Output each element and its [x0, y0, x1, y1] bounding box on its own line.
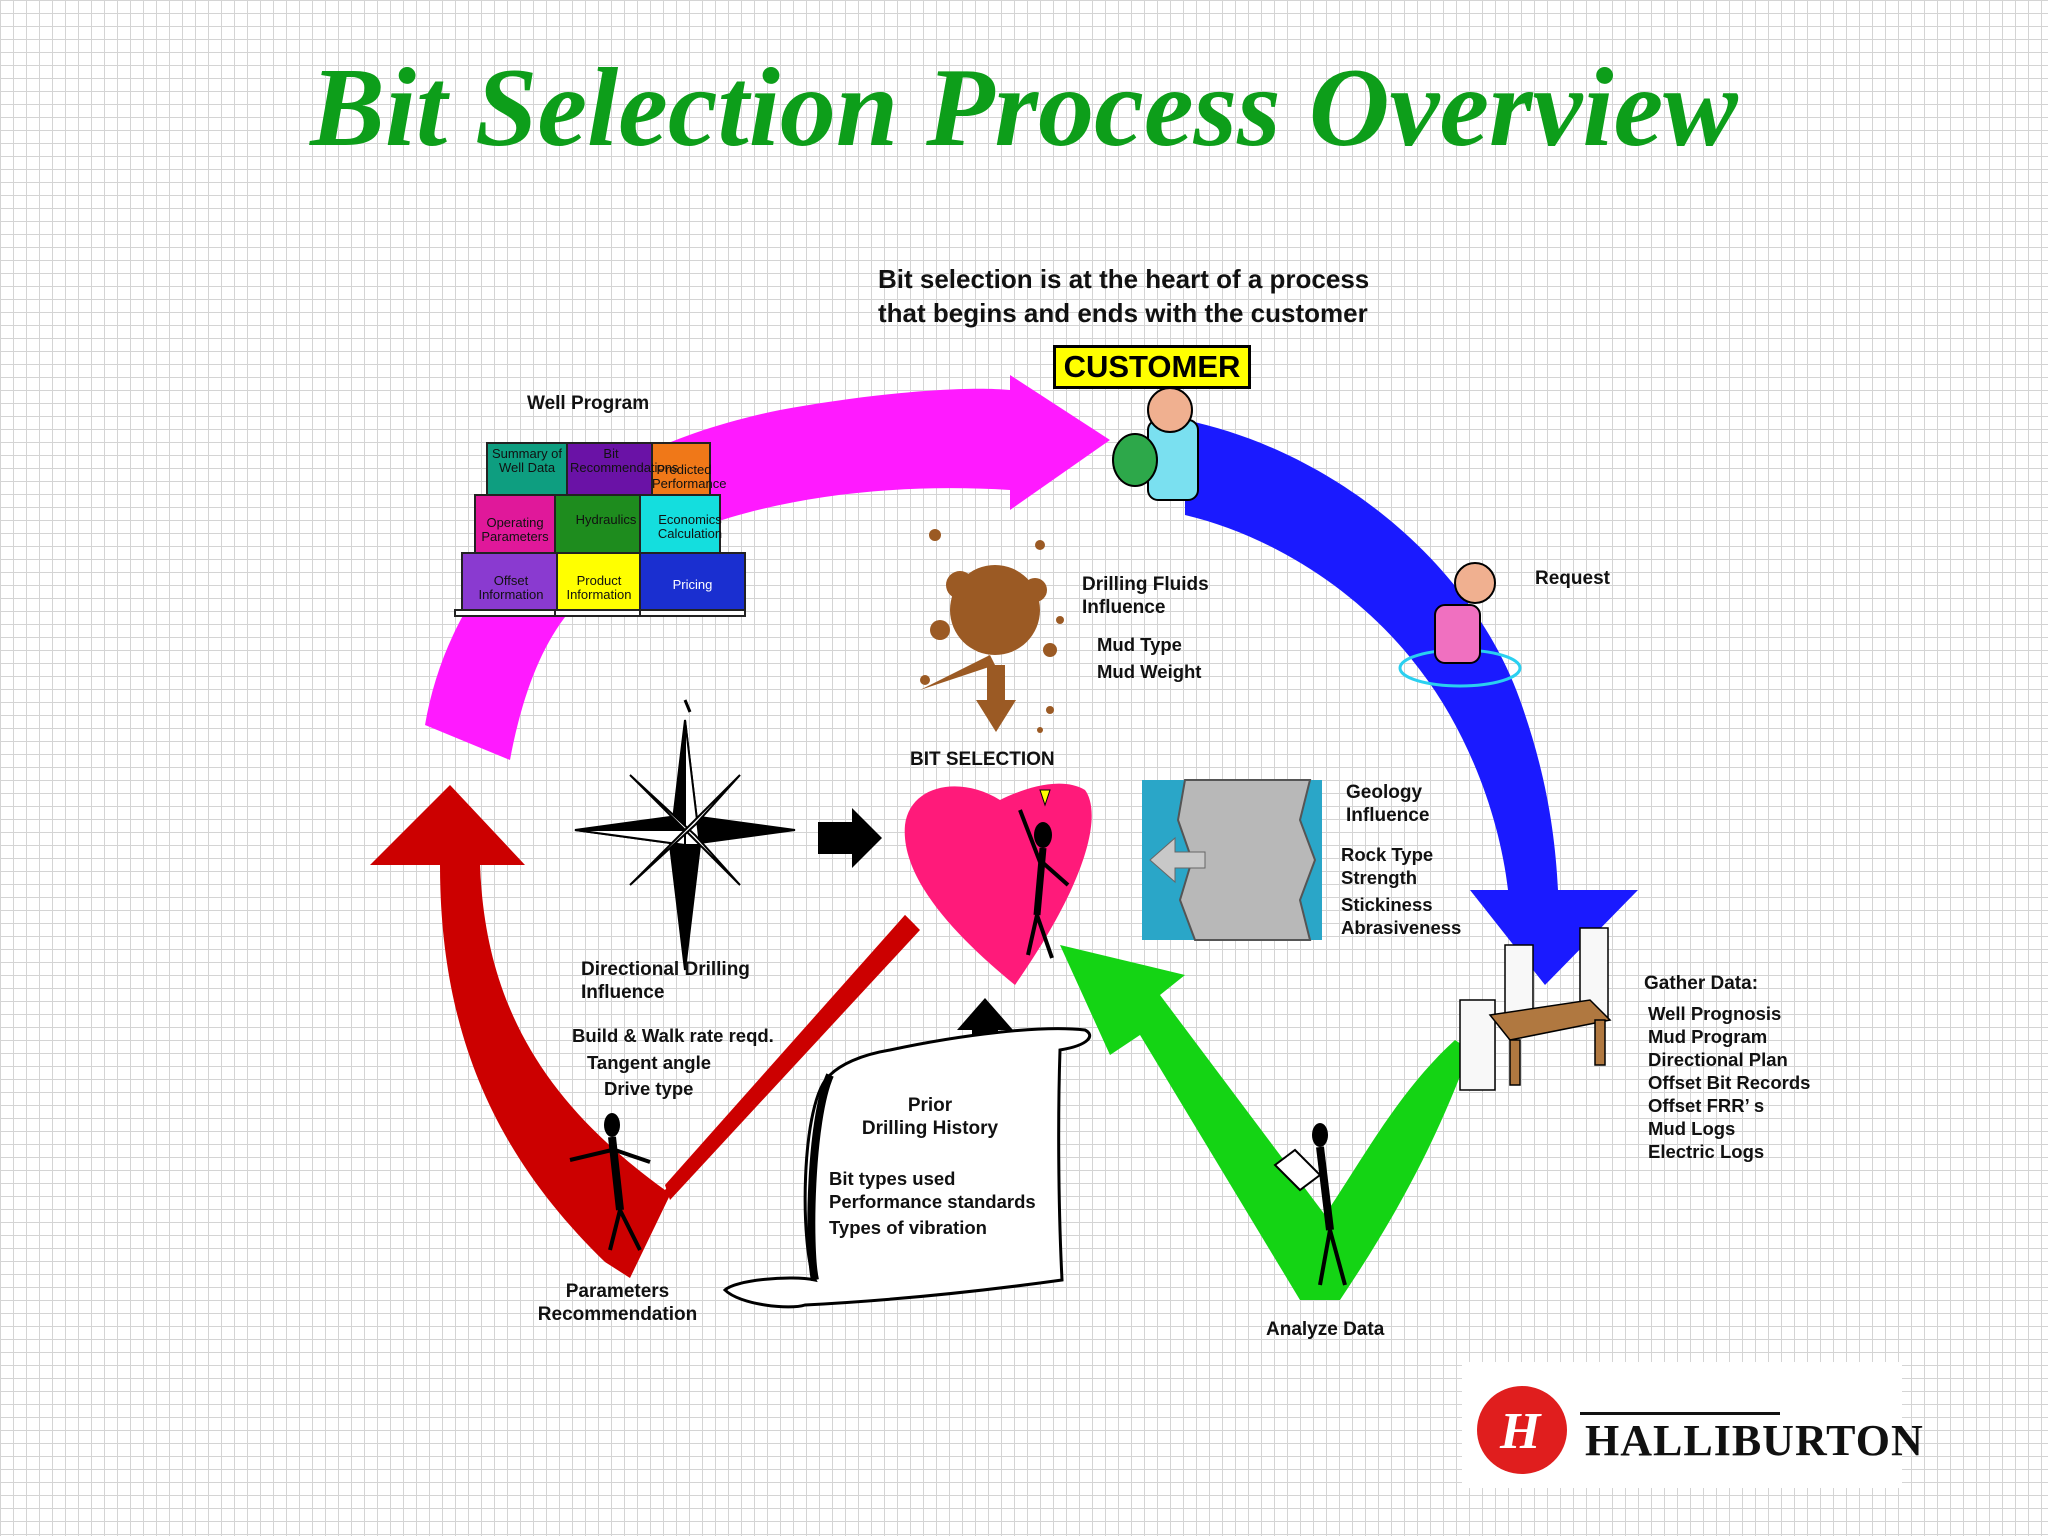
well-program-title: Well Program — [527, 393, 650, 414]
gather-data-item: Offset Bit Records — [1648, 1072, 1811, 1093]
green-arrow — [1060, 945, 1470, 1300]
gather-data-item: Electric Logs — [1648, 1141, 1765, 1162]
geology-title: Geology Influence — [1346, 781, 1429, 827]
subtitle-line-2: that begins and ends with the customer — [878, 298, 1368, 328]
customer-label: CUSTOMER — [1053, 345, 1251, 389]
scroll-icon — [722, 1027, 1092, 1309]
directional-item: Build & Walk rate reqd. — [572, 1025, 774, 1046]
red-arrow-tail — [665, 915, 920, 1200]
drilling-fluids-item: Mud Type — [1097, 634, 1182, 655]
puzzle-piece-hydraulics: Hydraulics — [575, 512, 637, 527]
puzzle-piece-predicted-performance: Predicted Performance — [652, 462, 727, 491]
geology-item: Abrasiveness — [1341, 917, 1462, 938]
prior-history-item: Performance standards — [829, 1191, 1036, 1212]
puzzle-piece-bit-recommendations: Bit Recommendations — [570, 446, 679, 475]
prior-history-title-line-1: Prior — [907, 1095, 953, 1116]
subtitle: Bit selection is at the heart of a proce… — [878, 262, 1369, 330]
puzzle-piece-product-information: Product Information — [566, 573, 632, 602]
drilling-fluids-list: Mud Type Mud Weight — [1097, 633, 1201, 683]
puzzle-piece-offset-information: Offset Information — [478, 573, 544, 602]
gather-data-item: Mud Logs — [1648, 1118, 1736, 1139]
rock-section-icon — [1142, 779, 1322, 941]
up-arrow-icon — [957, 998, 1013, 1060]
prior-history-title: Prior Drilling History — [840, 1094, 1020, 1140]
mud-splat-icon — [920, 529, 1064, 733]
drilling-fluids-title-line-1: Drilling Fluids — [1082, 574, 1209, 595]
geology-item: Stickiness — [1341, 894, 1433, 915]
geology-title-line-2: Influence — [1346, 805, 1430, 826]
prior-history-title-line-2: Drilling History — [861, 1118, 999, 1139]
gather-data-item: Directional Plan — [1648, 1049, 1788, 1070]
directional-title-line-1: Directional Drilling — [581, 959, 750, 980]
analyze-data-label: Analyze Data — [1266, 1319, 1385, 1340]
geology-list: Rock Type Strength Stickiness Abrasivene… — [1341, 843, 1461, 939]
customer-figure-icon — [1112, 387, 1199, 501]
analyst-figure-icon — [1273, 1123, 1347, 1286]
directional-title: Directional Drilling Influence — [581, 958, 750, 1004]
puzzle-icon — [454, 442, 746, 617]
drilling-fluids-title: Drilling Fluids Influence — [1082, 573, 1209, 619]
gather-data-title: Gather Data: — [1644, 973, 1759, 994]
prior-history-item: Bit types used — [829, 1168, 956, 1189]
red-arrow — [370, 785, 935, 1278]
halliburton-logo-text: HALLIBURTON — [1585, 1416, 1924, 1465]
directional-item: Drive type — [604, 1078, 694, 1099]
direction-arrow-icon — [818, 808, 882, 868]
puzzle-piece-pricing: Pricing — [672, 577, 713, 592]
presenter-figure-icon — [569, 1113, 651, 1251]
paper-stack-desk-icon — [1459, 927, 1612, 1091]
gather-data-item: Well Prognosis — [1648, 1003, 1782, 1024]
drilling-fluids-title-line-2: Influence — [1082, 597, 1166, 618]
page-title: Bit Selection Process Overview — [310, 46, 1738, 170]
heart-icon — [904, 783, 1092, 985]
puzzle-piece-operating-parameters: Operating Parameters — [481, 515, 549, 544]
prior-history-item: Types of vibration — [829, 1217, 987, 1238]
directional-item: Tangent angle — [587, 1052, 712, 1073]
gather-data-item: Offset FRR’ s — [1648, 1095, 1765, 1116]
request-label: Request — [1535, 568, 1610, 589]
directional-title-line-2: Influence — [581, 982, 665, 1003]
request-figure-icon — [1398, 562, 1522, 688]
halliburton-logo-h: H — [1500, 1403, 1541, 1460]
drilling-fluids-item: Mud Weight — [1097, 661, 1202, 682]
blue-arrow — [1185, 420, 1638, 985]
parameters-line-1: Parameters — [565, 1281, 670, 1302]
puzzle-piece-economics: Economics Calculation — [657, 512, 723, 541]
geology-title-line-1: Geology — [1346, 782, 1423, 803]
parameters-line-2: Recommendation — [537, 1304, 698, 1325]
parameters-label: Parameters Recommendation — [515, 1280, 720, 1326]
prior-history-list: Bit types used Performance standards Typ… — [829, 1167, 1036, 1239]
magenta-arrow — [425, 375, 1110, 760]
gather-data-list: Well Prognosis Mud Program Directional P… — [1648, 1002, 1810, 1163]
compass-rose-icon — [574, 699, 796, 971]
geology-item: Strength — [1341, 867, 1418, 888]
puzzle-piece-summary: Summary of Well Data — [491, 446, 563, 475]
subtitle-line-1: Bit selection is at the heart of a proce… — [878, 264, 1370, 294]
gather-data-item: Mud Program — [1648, 1026, 1768, 1047]
bit-selection-label: BIT SELECTION — [910, 749, 1055, 770]
geology-item: Rock Type — [1341, 844, 1434, 865]
